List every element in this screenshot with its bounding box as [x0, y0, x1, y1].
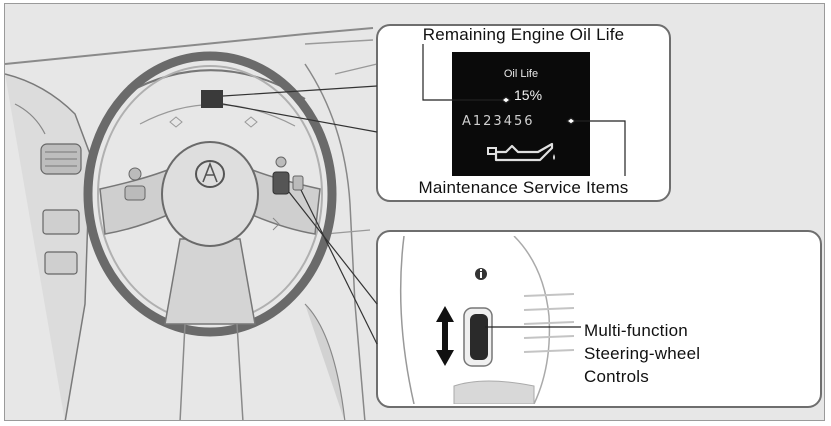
info-icon: [475, 268, 487, 280]
remaining-oil-life-title: Remaining Engine Oil Life: [422, 25, 625, 44]
oil-life-percent: 15%: [514, 87, 543, 103]
multi-function-controls-label: Multi-function Steering-wheel Controls: [584, 319, 700, 388]
controls-label-line-1: Multi-function: [584, 321, 688, 340]
steering-wheel-illustration: [5, 27, 378, 420]
steering-wheel-logo-icon: [195, 160, 225, 188]
controls-closeup-illustration: [399, 236, 574, 404]
maintenance-service-codes: A123456: [462, 114, 535, 129]
controls-callout: Multi-function Steering-wheel Controls: [376, 230, 822, 408]
controls-label-line-2: Steering-wheel: [584, 344, 701, 363]
controls-label-line-3: Controls: [584, 367, 649, 386]
up-down-arrow-icon: [436, 306, 454, 366]
figure: Remaining Engine Oil Life Oil Life 15% A…: [4, 3, 825, 421]
oil-can-icon: [487, 142, 555, 162]
maintenance-service-items-label: Maintenance Service Items: [418, 178, 629, 197]
oil-life-callout: Remaining Engine Oil Life Oil Life 15% A…: [376, 24, 671, 202]
oil-life-display: Oil Life 15% A123456: [452, 52, 590, 176]
oil-life-label: Oil Life: [503, 68, 539, 80]
